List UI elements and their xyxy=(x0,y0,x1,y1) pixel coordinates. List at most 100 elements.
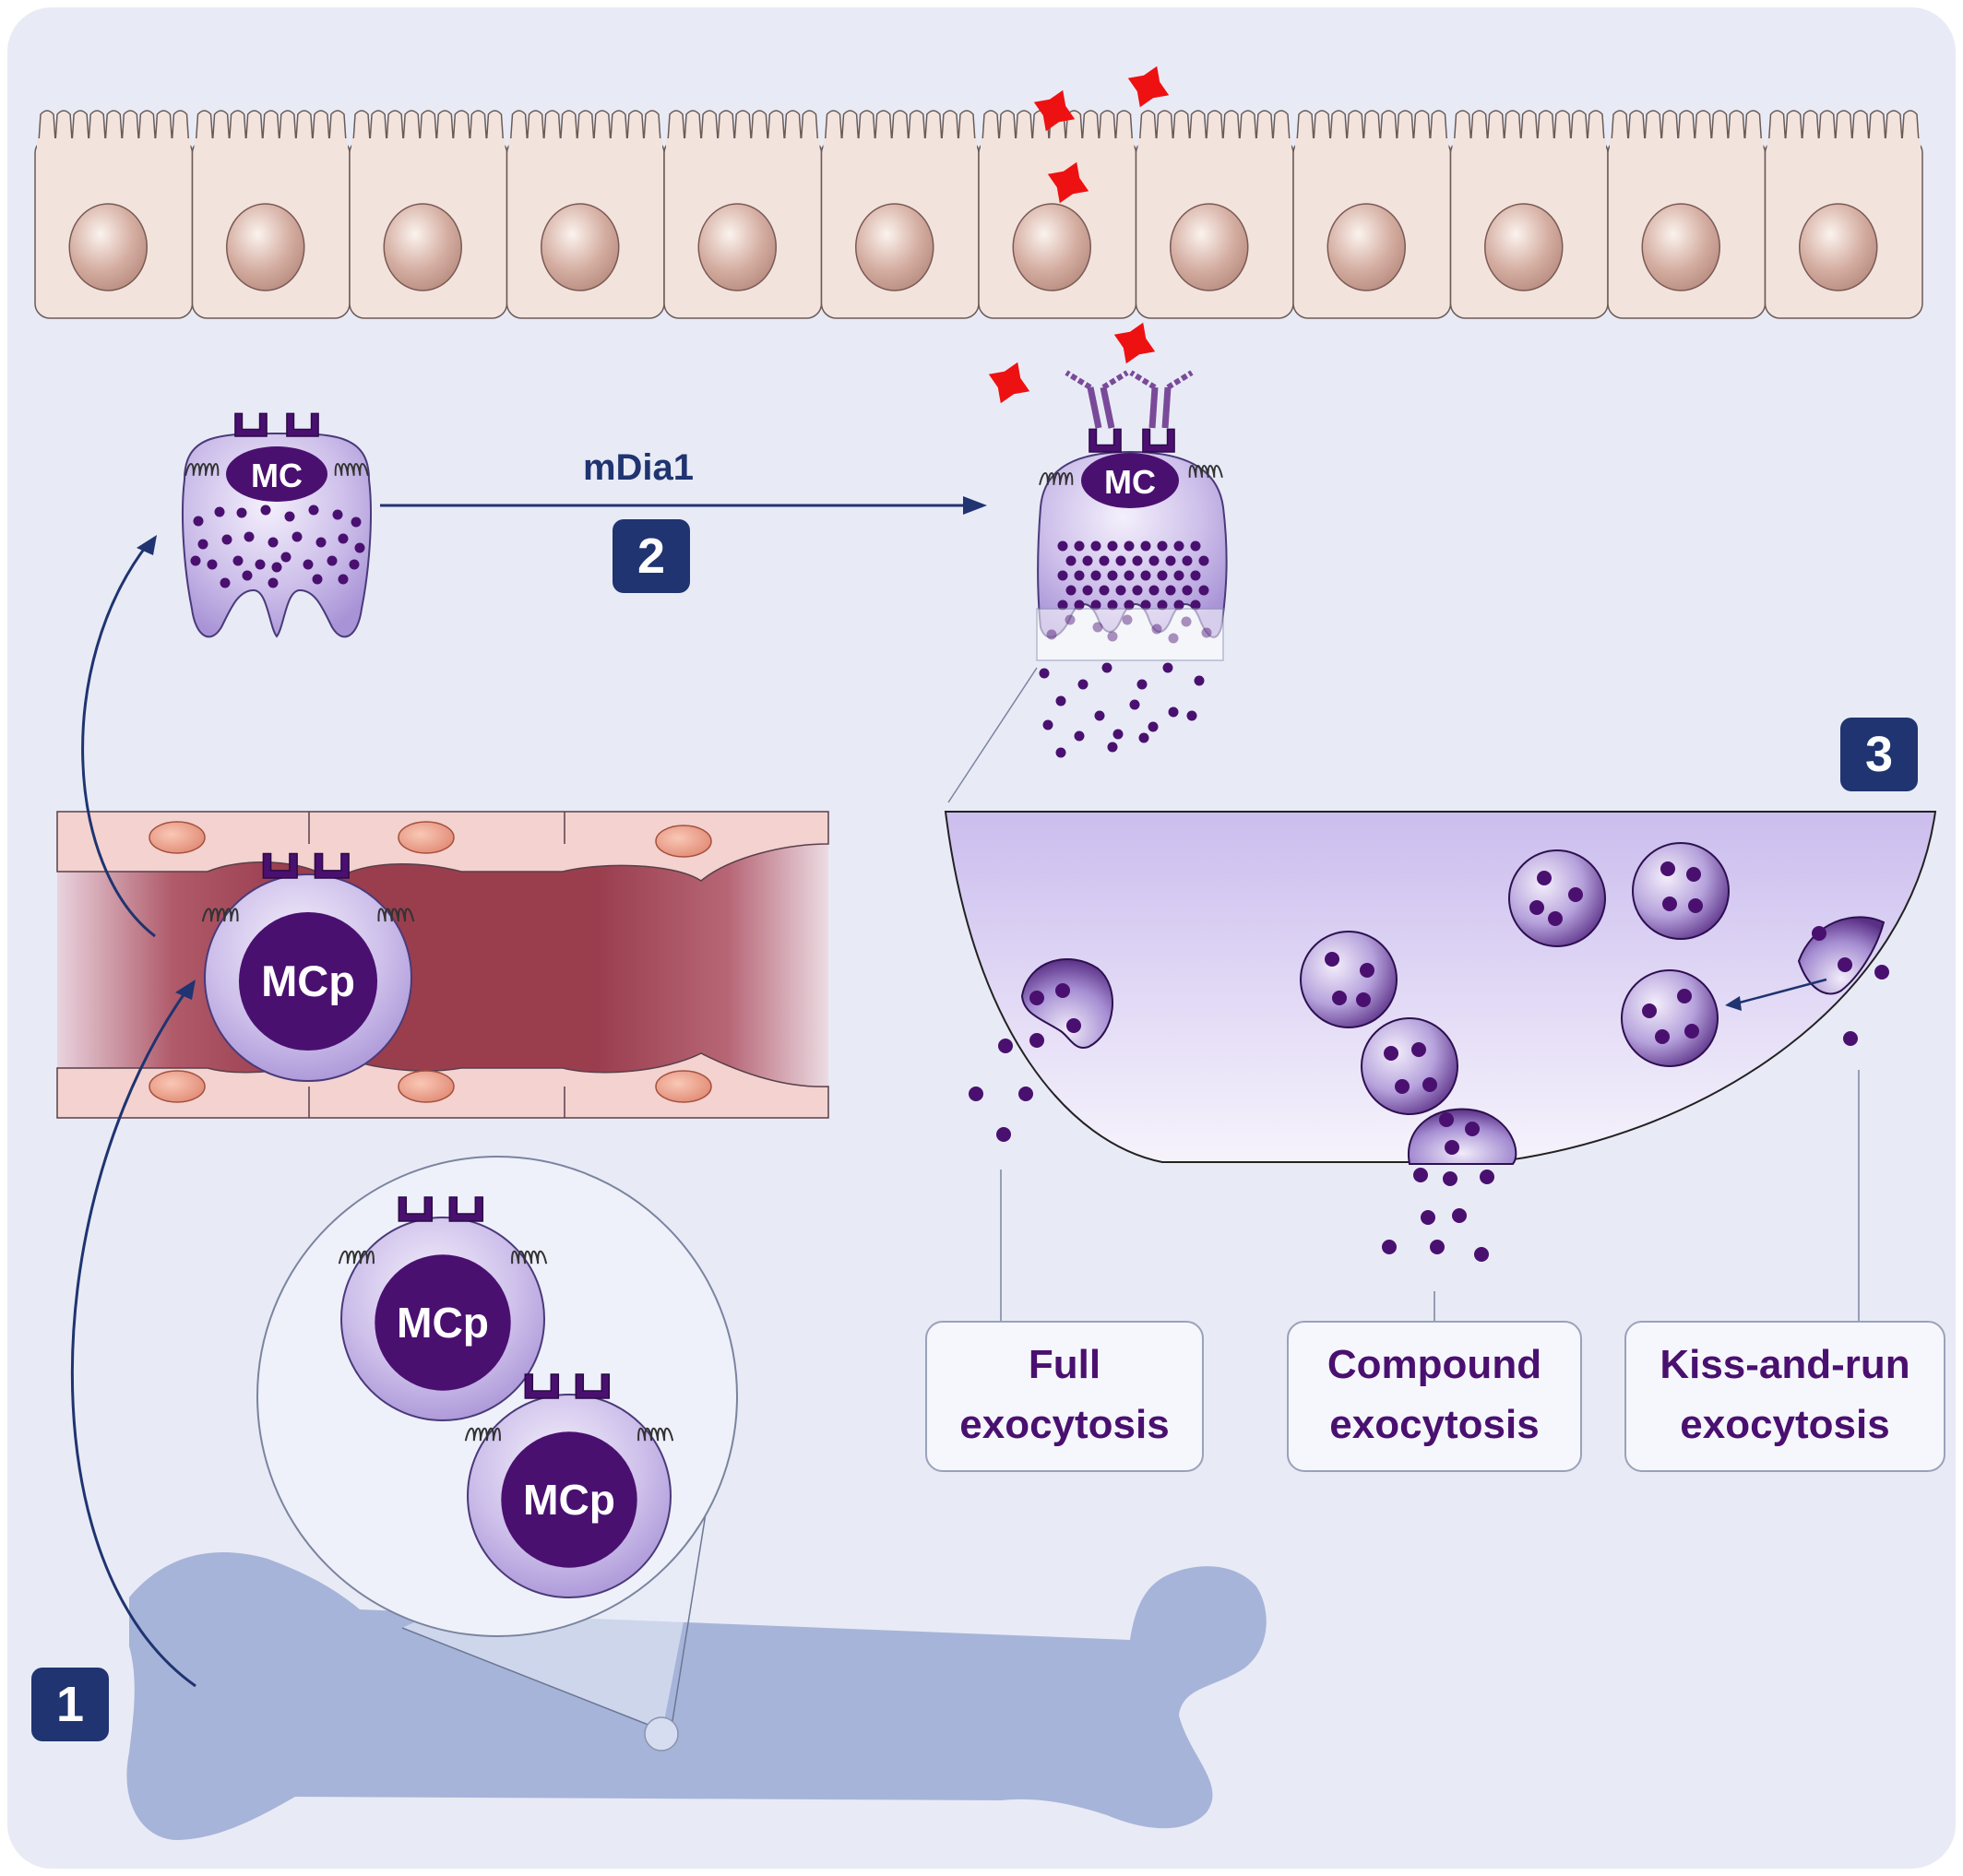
integrin-coil-icon xyxy=(1188,465,1223,479)
vesicle xyxy=(1508,849,1606,947)
granule-icon xyxy=(1129,699,1140,710)
granule-icon xyxy=(351,516,362,528)
granule-icon xyxy=(1136,679,1148,690)
granule-icon xyxy=(1107,742,1118,753)
svg-text:Compound: Compound xyxy=(1327,1342,1541,1387)
granule-icon xyxy=(1186,710,1197,721)
granule-icon xyxy=(1074,730,1085,742)
svg-text:exocytosis: exocytosis xyxy=(1680,1402,1889,1447)
granule-icon xyxy=(280,552,291,563)
granule-icon xyxy=(1065,585,1077,596)
recycle-arrow xyxy=(1735,978,1827,1005)
granule-icon xyxy=(1194,675,1205,686)
granule-icon xyxy=(1843,1031,1858,1046)
granule-icon xyxy=(338,533,349,544)
granule-icon xyxy=(1099,555,1110,566)
granule-icon xyxy=(1055,983,1070,998)
integrin-coil-icon xyxy=(511,1250,548,1265)
granule-icon xyxy=(338,574,349,585)
epithelial-nucleus xyxy=(1641,203,1720,291)
granule-icon xyxy=(1055,747,1066,758)
granule-icon xyxy=(207,559,218,570)
granule-icon xyxy=(312,574,323,585)
allergens xyxy=(988,65,1170,404)
granule-icon xyxy=(190,555,201,566)
marrow-zoom-spot xyxy=(644,1716,679,1751)
receptor-icon xyxy=(575,1373,611,1399)
compound-exocytosis-box: Compound exocytosis xyxy=(1287,1321,1582,1472)
granule-icon xyxy=(260,505,271,516)
granule-icon xyxy=(1057,600,1068,611)
granule-icon xyxy=(1642,1003,1657,1018)
integrin-coil-icon xyxy=(184,463,220,477)
integrin-coil-icon xyxy=(637,1427,674,1442)
integrin-coil-icon xyxy=(201,908,239,922)
epithelial-nucleus xyxy=(226,203,305,291)
mc-label: MC xyxy=(251,457,303,494)
receptor-icon xyxy=(286,412,319,437)
granule-icon xyxy=(327,555,338,566)
granule-icon xyxy=(214,506,225,517)
epithelial-nucleus xyxy=(1799,203,1878,291)
granule-icon xyxy=(1057,540,1068,552)
epithelium xyxy=(34,110,1923,319)
epithelial-nucleus xyxy=(383,203,462,291)
migration-arrow-vessel-to-tissue xyxy=(81,543,156,938)
granule-icon xyxy=(1082,585,1093,596)
receptor-icon xyxy=(1089,428,1122,453)
granule-icon xyxy=(1430,1240,1445,1254)
granule-icon xyxy=(1140,570,1151,581)
epithelial-nucleus xyxy=(1327,203,1406,291)
granule-icon xyxy=(1099,585,1110,596)
granule-icon xyxy=(244,531,255,542)
svg-text:Full: Full xyxy=(1029,1342,1100,1387)
migration-arrow-bone-to-vessel xyxy=(70,986,196,1688)
epithelial-nucleus xyxy=(697,203,777,291)
blood-vessel xyxy=(56,811,829,1119)
granule-icon xyxy=(1190,600,1201,611)
granule-icon xyxy=(291,531,303,542)
epithelial-nucleus xyxy=(68,203,148,291)
granule-icon xyxy=(220,577,231,588)
granule-icon xyxy=(998,1039,1013,1053)
granule-icon xyxy=(1074,540,1085,552)
integrin-coil-icon xyxy=(377,908,415,922)
granule-icon xyxy=(1190,540,1201,552)
granule-icon xyxy=(1029,991,1044,1005)
granule-icon xyxy=(1686,867,1701,882)
granule-icon xyxy=(1124,570,1135,581)
granule-icon xyxy=(1124,600,1135,611)
mcp-cell-marrow-2: MCp xyxy=(464,1373,674,1598)
granule-icon xyxy=(1115,555,1126,566)
mcp-cell-vessel: MCp xyxy=(201,852,415,1082)
granule-icon xyxy=(1677,989,1692,1003)
receptor-icon xyxy=(524,1373,560,1399)
granule-icon xyxy=(232,555,244,566)
granule-icon xyxy=(1838,957,1852,972)
step-badge-1: 1 xyxy=(31,1668,109,1741)
epithelial-nucleus xyxy=(855,203,934,291)
granule-icon xyxy=(1029,1033,1044,1048)
granule-icon xyxy=(1046,629,1057,640)
kiss-and-run-exocytosis-box: Kiss-and-run exocytosis xyxy=(1624,1321,1945,1472)
granule-icon xyxy=(1107,600,1118,611)
mc-nucleus xyxy=(226,446,327,502)
granule-icon xyxy=(268,577,279,588)
granule-icon xyxy=(1332,991,1347,1005)
granule-icon xyxy=(1039,668,1050,679)
granule-icon xyxy=(1107,540,1118,552)
granule-icon xyxy=(284,511,295,522)
granule-icon xyxy=(1140,600,1151,611)
svg-text:1: 1 xyxy=(56,1677,84,1732)
granule-icon xyxy=(1168,706,1179,718)
mcp-label: MCp xyxy=(261,956,355,1005)
fusion-pit-full xyxy=(1020,958,1113,1049)
granule-icon xyxy=(268,537,279,548)
granule-icon xyxy=(1018,1086,1033,1101)
granule-icon xyxy=(1384,1046,1398,1061)
granule-icon xyxy=(1148,585,1160,596)
granule-icon xyxy=(1173,570,1184,581)
receptor-icon xyxy=(448,1196,484,1222)
granule-icon xyxy=(1065,614,1076,625)
granule-icon xyxy=(1655,1029,1670,1044)
